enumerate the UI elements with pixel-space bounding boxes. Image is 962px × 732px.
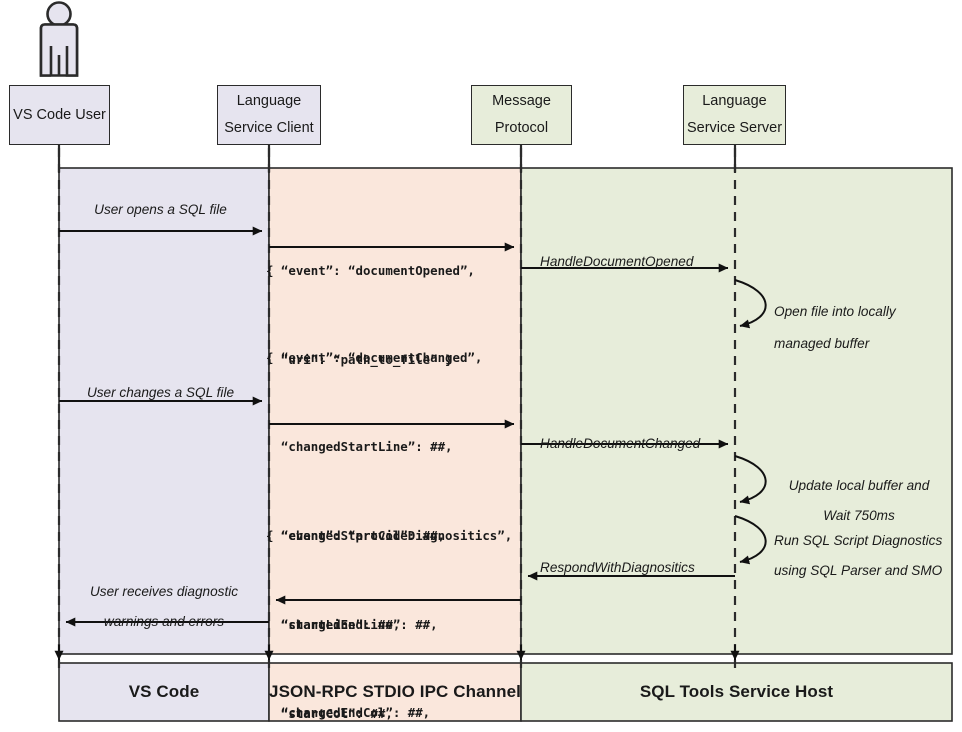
band-backgrounds <box>58 167 953 655</box>
message-label-handle-opened: HandleDocumentOpened <box>540 255 693 269</box>
band-label-text: JSON-RPC STDIO IPC Channel <box>269 682 521 701</box>
participant-label-line2: Service Server <box>686 120 783 136</box>
participant-label-line1: Language <box>702 93 767 110</box>
participant-message-protocol[interactable]: Message Protocol <box>471 85 572 145</box>
message-label-user-opens: User opens a SQL file <box>59 203 262 217</box>
message-label-respond-diagnostics: RespondWithDiagnositics <box>540 561 695 575</box>
payload-line: { “event”: “documentChanged”, <box>266 350 483 366</box>
footer-terminators <box>54 645 740 661</box>
label-text-line1: User receives diagnostic <box>89 584 239 599</box>
self-loop-run-diagnostics <box>734 515 767 565</box>
note-line1: Run SQL Script Diagnostics <box>774 533 943 548</box>
payload-line: { “event”: “documentOpened”, <box>266 263 475 279</box>
label-text: User changes a SQL file <box>86 385 235 400</box>
label-text: User opens a SQL file <box>94 202 227 217</box>
footer-host <box>520 662 953 722</box>
participant-lang-server[interactable]: Language Service Server <box>683 85 786 145</box>
participant-lang-client[interactable]: Language Service Client <box>217 85 321 145</box>
note-line2: managed buffer <box>774 336 870 351</box>
payload-line: “changedStartCol”: ##, <box>266 527 446 543</box>
band-label-host: SQL Tools Service Host <box>521 663 952 721</box>
payload-line: “startCol”: ##, <box>266 705 393 721</box>
note-open-file: Open file into locally managed buffer <box>774 296 896 360</box>
message-label-user-receives: User receives diagnostic warnings and er… <box>59 577 269 637</box>
note-update-wait: Update local buffer and Wait 750ms <box>774 471 944 531</box>
payload-line: “uri”: “path_to_file” } <box>266 351 453 367</box>
self-loop-update-wait <box>734 455 767 505</box>
payload-document-changed: { “event”: “documentChanged”, “changedSt… <box>266 284 505 732</box>
message-arrows <box>59 226 735 627</box>
label-text-line2: warnings and errors <box>103 614 225 629</box>
band-label-vs-code: VS Code <box>59 663 269 721</box>
payload-provide-diagnostics: { “event”: “provideDiagnositics”, “start… <box>266 462 512 732</box>
footer-ipc <box>268 662 522 722</box>
band-label-text: SQL Tools Service Host <box>639 682 834 701</box>
band-host <box>520 167 953 655</box>
note-line1: Open file into locally <box>774 304 896 319</box>
payload-line: “changedEndLine”: ##, <box>266 616 438 632</box>
payload-line: “startLine”: ##, <box>266 616 401 632</box>
message-label-user-changes: User changes a SQL file <box>59 386 262 400</box>
note-line2: using SQL Parser and SMO <box>774 563 943 578</box>
lifeline-stubs <box>57 145 737 172</box>
participant-vscode-user[interactable]: VS Code User <box>9 85 110 145</box>
self-loop-arcs <box>734 279 767 565</box>
band-footer-boxes <box>58 662 953 722</box>
participant-label-line2: Protocol <box>494 120 549 136</box>
lifelines <box>57 148 737 668</box>
band-label-ipc: JSON-RPC STDIO IPC Channel <box>269 663 521 721</box>
note-run-diagnostics: Run SQL Script Diagnostics using SQL Par… <box>774 526 942 586</box>
stick-figure-actor <box>39 1 79 77</box>
band-ipc <box>268 167 522 655</box>
message-label-handle-changed: HandleDocumentChanged <box>540 437 700 451</box>
note-line1: Update local buffer and <box>788 478 930 493</box>
participant-label-line2: Service Client <box>224 120 314 136</box>
band-vs-code <box>58 167 270 655</box>
band-label-text: VS Code <box>128 682 200 701</box>
label-text: HandleDocumentOpened <box>540 254 694 269</box>
note-line2: Wait 750ms <box>823 508 895 523</box>
participant-label-line1: Language <box>236 93 302 110</box>
self-loop-open-file <box>734 279 767 329</box>
label-text: RespondWithDiagnositics <box>540 560 695 575</box>
payload-line: “changedStartLine”: ##, <box>266 438 453 454</box>
payload-line: “changedEndCol”: ##, <box>266 705 431 721</box>
participant-label-line1: Message <box>492 93 551 110</box>
payload-line: { “event”: “provideDiagnositics”, <box>266 528 513 544</box>
payload-document-opened: { “event”: “documentOpened”, “uri”: “pat… <box>266 197 475 434</box>
participant-label: VS Code User <box>13 106 106 123</box>
label-text: HandleDocumentChanged <box>540 436 701 451</box>
